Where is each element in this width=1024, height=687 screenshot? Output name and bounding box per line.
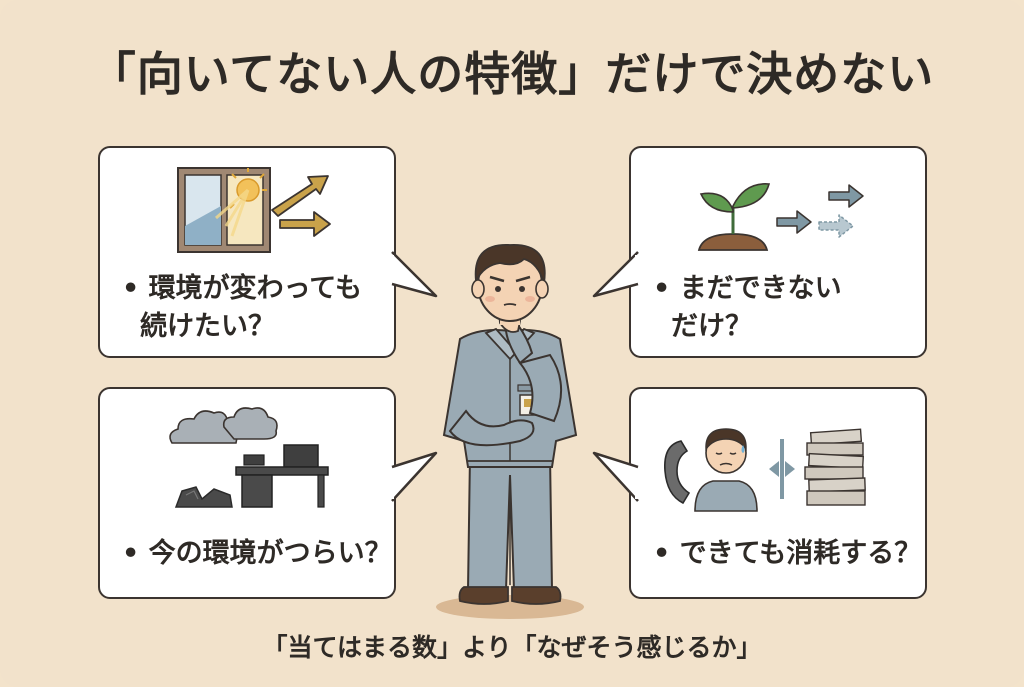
bubble-top-left-text: • 環境が変わっても 続けたい？ bbox=[122, 270, 362, 346]
bubble-top-right: • まだできない だけ？ bbox=[629, 146, 927, 358]
bubble-bottom-left-text: • 今の環境がつらい？ bbox=[122, 535, 392, 573]
thinking-worker-figure bbox=[436, 244, 584, 619]
bubble-top-left: • 環境が変わっても 続けたい？ bbox=[98, 146, 396, 358]
page-title: 「向いてない人の特徴」だけで決めない bbox=[89, 47, 935, 101]
bubble-bottom-left-line1: • 今の環境がつらい？ bbox=[122, 538, 392, 569]
arrows-icon bbox=[271, 175, 331, 237]
sun-icon bbox=[215, 168, 267, 237]
desk-icon bbox=[235, 444, 329, 508]
bubble-top-left-tail bbox=[388, 251, 438, 298]
sprout-icon bbox=[697, 183, 771, 251]
bubble-top-left-line2: 続けたい？ bbox=[140, 311, 275, 342]
growth-arrows-icon bbox=[776, 184, 864, 238]
cloud-icon bbox=[169, 407, 278, 444]
tired-person-icon bbox=[694, 428, 758, 512]
document-stack-icon bbox=[804, 428, 866, 506]
bubble-bottom-right-text: • できても消耗する？ bbox=[653, 535, 921, 573]
ground-shadow bbox=[436, 595, 584, 619]
bubble-top-right-line2: だけ？ bbox=[671, 311, 752, 342]
bubble-bottom-left-tail bbox=[388, 451, 438, 502]
bubble-top-right-tail bbox=[592, 251, 641, 298]
bubble-top-right-text: • まだできない だけ？ bbox=[653, 270, 842, 346]
bubble-bottom-right-tail bbox=[592, 451, 641, 502]
bubble-bottom-left: • 今の環境がつらい？ bbox=[98, 387, 396, 599]
rubble-icon bbox=[174, 486, 233, 508]
caption: 「当てはまる数」より「なぜそう感じるか」 bbox=[262, 633, 762, 662]
phone-icon bbox=[664, 440, 691, 505]
bubble-bottom-right-line1: • できても消耗する？ bbox=[653, 538, 922, 569]
divider-arrows-icon bbox=[769, 439, 795, 499]
bubble-bottom-right: • できても消耗する？ bbox=[629, 387, 927, 599]
window-icon bbox=[177, 167, 271, 253]
bubble-top-right-line1: • まだできない bbox=[653, 273, 842, 304]
bubble-top-left-line1: • 環境が変わっても bbox=[122, 273, 362, 304]
